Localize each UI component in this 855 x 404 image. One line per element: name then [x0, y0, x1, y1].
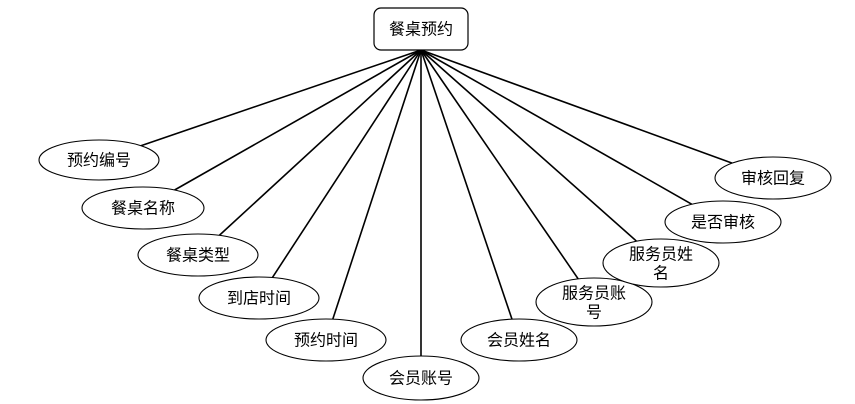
connector-line — [420, 49, 513, 320]
attribute-ellipse — [265, 318, 387, 362]
attribute-ellipse — [81, 186, 205, 230]
entity: 餐桌预约 — [373, 7, 469, 51]
attribute-ellipse — [535, 277, 653, 327]
attribute-ellipse — [198, 276, 320, 320]
attribute-node: 会员姓名 — [460, 318, 578, 362]
attribute-label: 会员账号 — [389, 369, 453, 388]
attribute-label: 服务员账号 — [562, 283, 626, 321]
attribute-ellipse — [38, 139, 160, 181]
attribute-node: 到店时间 — [198, 276, 320, 320]
connector-line — [271, 49, 422, 278]
attribute-node: 服务员姓名 — [602, 238, 720, 288]
attribute-node: 服务员账号 — [535, 277, 653, 327]
attribute-label: 服务员姓名 — [629, 244, 693, 282]
connector-line — [420, 49, 733, 164]
attribute-label: 餐桌类型 — [166, 246, 230, 265]
connector-line — [420, 49, 579, 280]
attribute-label: 到店时间 — [227, 289, 291, 308]
attribute-label: 预约编号 — [67, 151, 131, 170]
attribute-node: 预约编号 — [38, 139, 160, 181]
attribute-node: 餐桌名称 — [81, 186, 205, 230]
attribute-node: 会员账号 — [362, 355, 480, 401]
attribute-label: 是否审核 — [691, 213, 755, 232]
attribute-label: 审核回复 — [741, 169, 805, 188]
attribute-ellipse — [664, 200, 782, 244]
entity-label: 餐桌预约 — [389, 20, 453, 39]
attribute-ellipse — [137, 233, 259, 277]
attribute-ellipse — [714, 156, 832, 200]
connector-line — [420, 49, 693, 205]
connector-line — [332, 49, 422, 320]
attribute-node: 是否审核 — [664, 200, 782, 244]
attribute-ellipse — [460, 318, 578, 362]
connector-line — [218, 49, 422, 236]
attribute-label: 餐桌名称 — [111, 199, 175, 218]
attribute-label: 会员姓名 — [487, 331, 551, 350]
attribute-ellipse — [362, 355, 480, 401]
attribute-node: 餐桌类型 — [137, 233, 259, 277]
attribute-ellipse — [602, 238, 720, 288]
attribute-node: 预约时间 — [265, 318, 387, 362]
attribute-label: 预约时间 — [294, 331, 358, 350]
attribute-node: 审核回复 — [714, 156, 832, 200]
entity-box — [373, 7, 469, 51]
connectors — [140, 49, 733, 356]
connector-line — [140, 49, 422, 147]
connector-line — [174, 49, 422, 191]
connector-line — [420, 49, 638, 242]
